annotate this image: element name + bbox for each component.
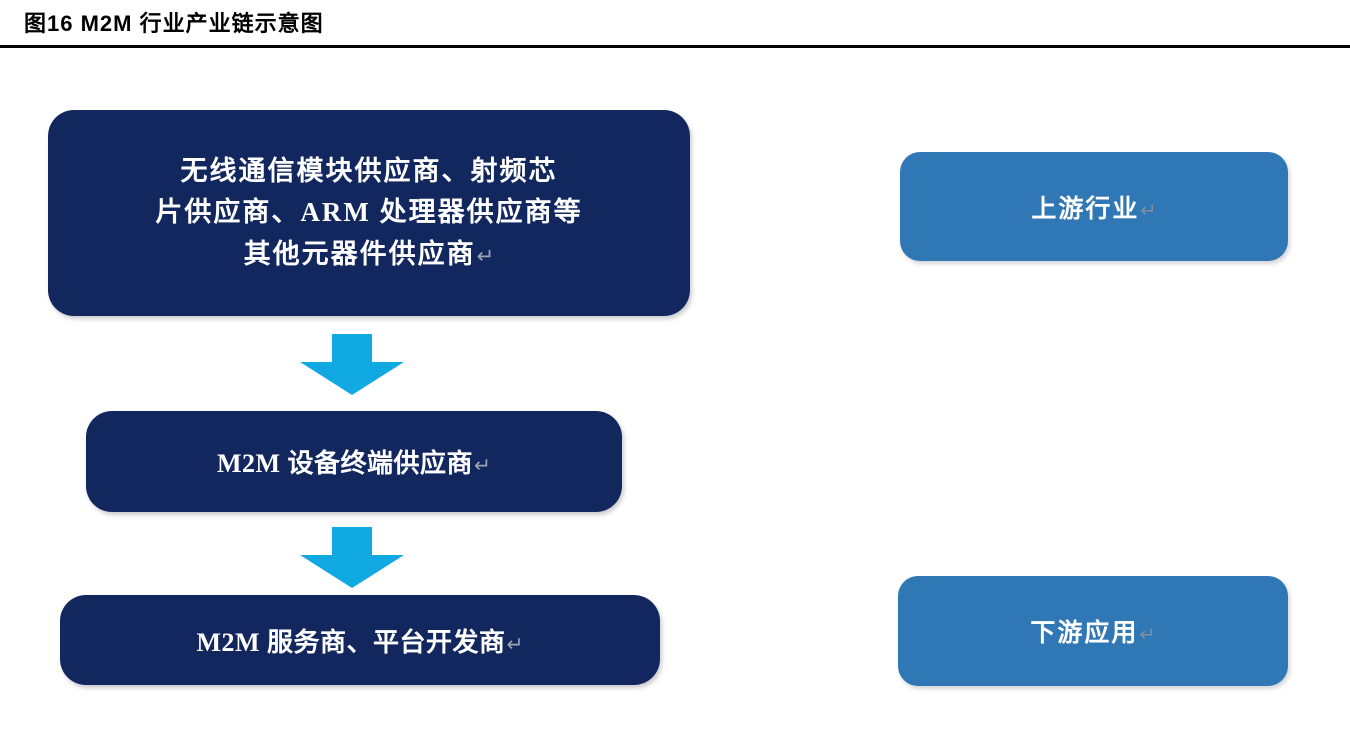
diagram-node-suppliers-label: 无线通信模块供应商、射频芯片供应商、ARM 处理器供应商等其他元器件供应商↵: [48, 151, 690, 274]
downstream-text: 下游应用: [1030, 620, 1139, 647]
services-text: M2M 服务商、平台开发商: [196, 627, 506, 657]
diagram-node-downstream-label: 下游应用↵: [898, 613, 1288, 649]
return-mark-icon: ↵: [506, 631, 524, 656]
down-arrow-icon: [298, 527, 406, 589]
return-mark-icon: ↵: [1139, 623, 1156, 646]
devices-text: M2M 设备终端供应商: [216, 449, 474, 478]
diagram-node-services[interactable]: M2M 服务商、平台开发商↵: [60, 595, 660, 685]
diagram-node-services-label: M2M 服务商、平台开发商↵: [60, 622, 660, 659]
suppliers-line-2: 片供应商、ARM 处理器供应商等: [155, 197, 583, 228]
return-mark-icon: ↵: [476, 242, 495, 268]
return-mark-icon: ↵: [1140, 198, 1157, 222]
diagram-node-upstream[interactable]: 上游行业↵: [900, 152, 1288, 261]
header-divider: [0, 45, 1350, 48]
diagram-node-devices-label: M2M 设备终端供应商↵: [86, 443, 622, 480]
upstream-text: 上游行业: [1031, 195, 1140, 223]
diagram-node-suppliers[interactable]: 无线通信模块供应商、射频芯片供应商、ARM 处理器供应商等其他元器件供应商↵: [48, 110, 690, 316]
diagram-node-upstream-label: 上游行业↵: [900, 189, 1288, 225]
suppliers-line-3: 其他元器件供应商: [243, 238, 476, 269]
suppliers-line-1: 无线通信模块供应商、射频芯: [180, 156, 558, 187]
page-title: 图16 M2M 行业产业链示意图: [24, 11, 324, 36]
diagram-node-downstream[interactable]: 下游应用↵: [898, 576, 1288, 686]
industry-chain-diagram: 无线通信模块供应商、射频芯片供应商、ARM 处理器供应商等其他元器件供应商↵ M…: [0, 48, 1350, 734]
diagram-node-devices[interactable]: M2M 设备终端供应商↵: [86, 411, 622, 512]
return-mark-icon: ↵: [474, 453, 492, 477]
down-arrow-icon: [298, 334, 406, 396]
figure-header: 图16 M2M 行业产业链示意图: [0, 0, 1350, 48]
